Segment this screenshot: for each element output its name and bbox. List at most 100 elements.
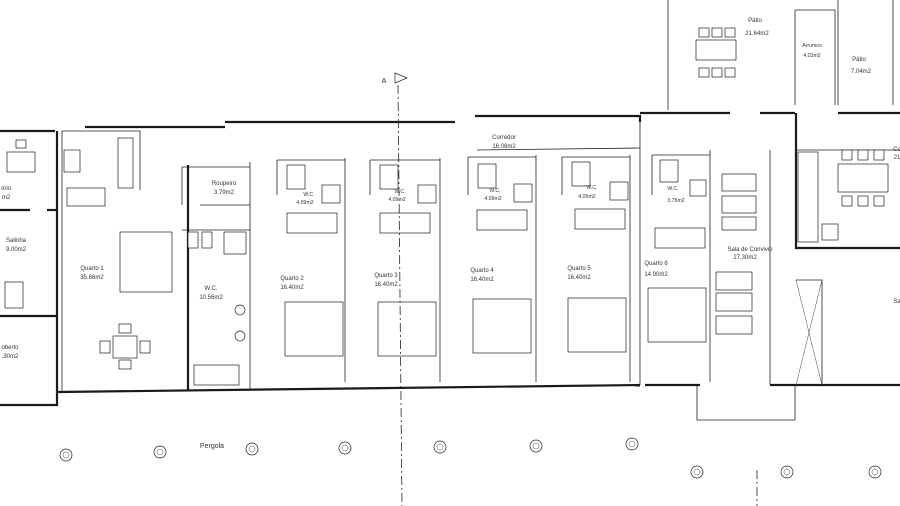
toilet xyxy=(187,231,199,249)
section-marker: A xyxy=(382,78,387,85)
room-area: 4.09m2 xyxy=(388,197,405,203)
bathtub xyxy=(286,212,338,234)
room-area: 21 xyxy=(894,155,900,161)
sofa xyxy=(117,137,134,189)
sofa xyxy=(715,271,753,291)
bidet xyxy=(201,231,213,249)
room-label: Pátio 21.64m2 xyxy=(745,18,769,37)
chair xyxy=(118,323,132,334)
room-label: ório m2 xyxy=(1,186,12,201)
room-name: Corredor xyxy=(492,135,516,141)
chair xyxy=(99,340,111,354)
table xyxy=(112,335,138,359)
room-name: Quarto 1 xyxy=(80,266,104,272)
room-area: m2 xyxy=(2,195,11,201)
bed xyxy=(647,287,707,343)
room-area: 7.04m2 xyxy=(851,69,872,75)
room-label: W.C. 4.09m2 xyxy=(388,189,405,203)
porch xyxy=(696,385,796,421)
shower xyxy=(417,184,437,204)
room-label: Sa xyxy=(893,299,900,305)
room-area: 4.03m2 xyxy=(803,53,820,59)
chair xyxy=(841,149,853,161)
room-label: Quarto 2 16.40m2 xyxy=(280,276,304,291)
room-area: 16.40m2 xyxy=(567,275,591,281)
room-area: 21.64m2 xyxy=(745,31,769,37)
room-area: 4.09m2 xyxy=(484,196,501,202)
room-name: Pátio xyxy=(748,18,762,24)
shower xyxy=(223,231,247,255)
toilet xyxy=(286,164,306,190)
room-label: oberto.30m2 xyxy=(1,345,19,360)
shower xyxy=(321,184,341,204)
room-name: ório xyxy=(1,186,12,192)
room-name: Quarto 3 xyxy=(374,273,398,279)
pergola-label: Pergola xyxy=(200,443,224,450)
bed xyxy=(377,301,437,357)
room-label: Salinha 9.00m2 xyxy=(6,238,27,253)
room-name: Sa xyxy=(893,299,900,305)
sofa xyxy=(721,173,757,192)
room-label: Roupeiro 3.79m2 xyxy=(212,181,237,196)
room-label: Quarto 416.40m2 xyxy=(470,268,494,283)
quarto-1-block xyxy=(4,130,251,392)
outer-walls xyxy=(0,111,900,407)
bedroom-row xyxy=(276,150,711,382)
room-label: Quarto 135.86m2 xyxy=(80,266,104,281)
room-name: Roupeiro xyxy=(212,181,237,187)
patio-block xyxy=(667,0,894,110)
bathtub xyxy=(654,227,706,249)
room-name: Pátio xyxy=(852,57,866,63)
room-label: Quarto 614.90m2 xyxy=(644,261,668,278)
chair xyxy=(118,359,132,370)
room-name: W.C. xyxy=(489,188,500,194)
room-area: 9.00m2 xyxy=(6,247,27,253)
sofa-2 xyxy=(66,187,106,207)
toilet xyxy=(571,161,591,187)
room-area: 16.08m2 xyxy=(492,144,516,150)
room-name: W.C. xyxy=(394,189,405,195)
room-label: W.C.3.75m2 xyxy=(667,186,684,204)
room-area: 27.30m2 xyxy=(733,255,757,261)
room-name: Quarto 5 xyxy=(567,266,591,272)
toilet xyxy=(477,163,497,189)
room-label: W.C.4.09m2 xyxy=(296,192,314,206)
chair xyxy=(698,67,710,78)
desk xyxy=(6,151,36,173)
room-name: Salinha xyxy=(6,238,27,244)
room-area: 16.40m2 xyxy=(470,277,494,283)
room-area: 3.75m2 xyxy=(667,198,684,204)
room-area: 4.09m2 xyxy=(578,194,595,200)
bathtub xyxy=(574,208,626,230)
chair xyxy=(711,27,723,38)
room-name: Quarto 2 xyxy=(280,276,304,282)
room-label: Corredor 16.08m2 xyxy=(492,135,516,150)
room-area: 16.40m2 xyxy=(280,285,304,291)
sofa xyxy=(715,315,753,335)
room-label: Quarto 3 16.40m2 xyxy=(374,273,398,288)
sofa xyxy=(721,195,757,214)
bathtub xyxy=(476,209,528,231)
bed xyxy=(567,297,627,353)
washbasin xyxy=(234,304,246,316)
shower xyxy=(689,179,707,197)
room-name: Sala de Convivio xyxy=(727,247,773,253)
bathtub xyxy=(193,364,240,386)
bed xyxy=(119,231,173,293)
corridor xyxy=(476,122,641,385)
room-name: W.C. xyxy=(205,286,218,292)
shower xyxy=(513,183,533,203)
room-label: Quarto 5 16.40m2 xyxy=(567,266,591,281)
room-area: .30m2 xyxy=(2,354,19,360)
chair xyxy=(139,340,151,354)
room-label: W.C.10.56m2 xyxy=(199,286,223,301)
bed xyxy=(284,301,344,357)
room-area: 3.79m2 xyxy=(214,190,235,196)
room-name: Co xyxy=(893,147,900,153)
chair xyxy=(841,195,853,207)
room-area: 16.40m2 xyxy=(374,282,398,288)
sala-de-convivio-block xyxy=(715,150,771,385)
pergola-posts: Pergola xyxy=(59,437,882,479)
room-name: Quarto 6 xyxy=(644,261,668,267)
